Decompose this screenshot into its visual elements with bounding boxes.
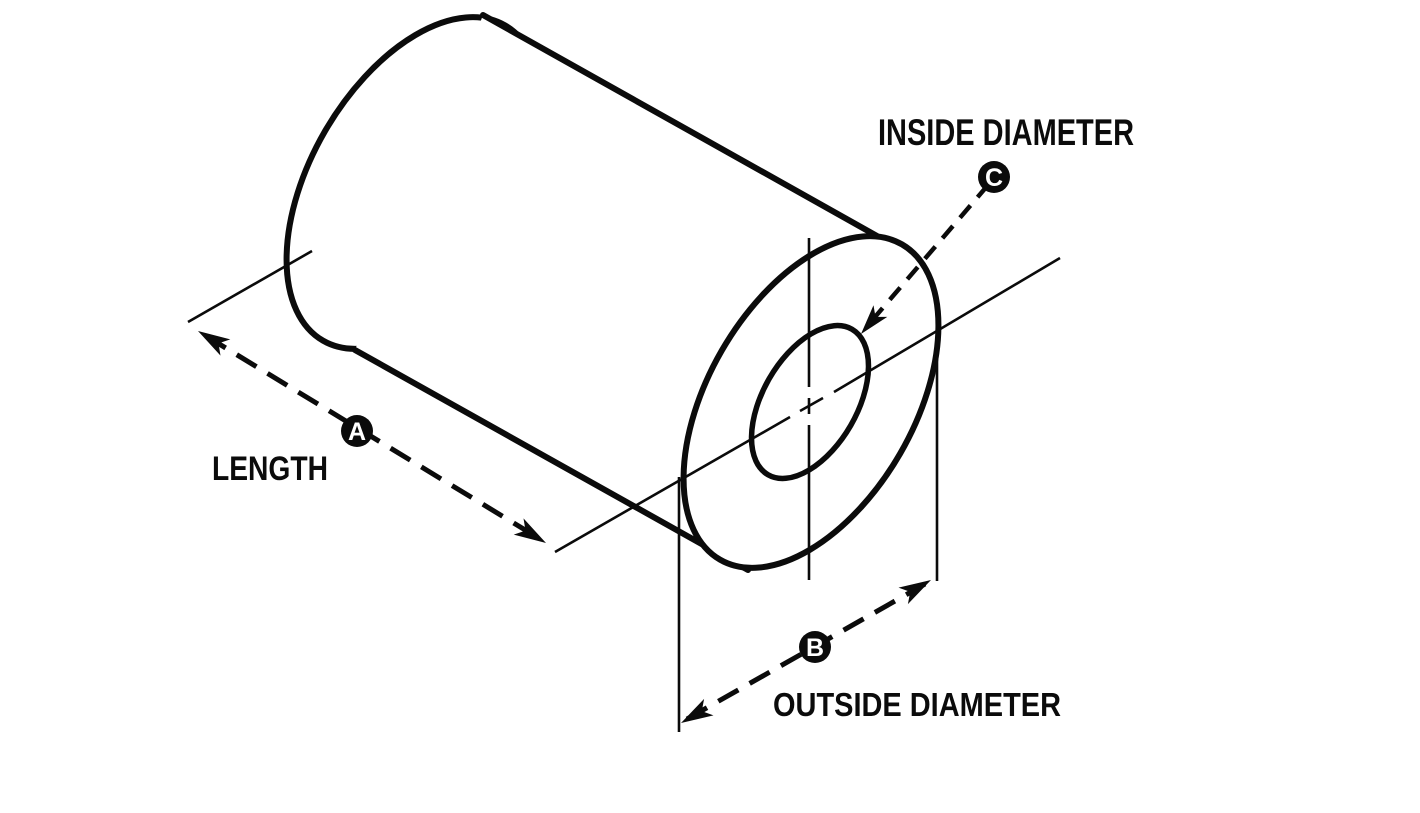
badge-a-label: A [348,418,366,446]
badge-c-label: C [985,164,1003,192]
inside-diameter-label: INSIDE DIAMETER [878,112,1134,153]
badge-c-circle [978,161,1010,193]
badge-a-circle [341,415,373,447]
length-arrowhead-lower [513,518,546,543]
diagonal-centerline-segment-upper [833,256,1061,394]
cylinder-top-edge [480,12,880,239]
outside-diameter-label: OUTSIDE DIAMETER [773,686,1061,723]
id-leader-line [867,183,990,326]
cylinder-bottom-edge [352,347,751,573]
length-dimension: A LENGTH [198,331,546,543]
od-arrowhead-left [681,698,714,723]
length-dimension-line [204,333,542,542]
badge-b-circle [799,631,831,663]
diagonal-centerline-center-dash [799,396,824,413]
od-arrowhead-right [898,580,931,605]
face-centerlines [554,238,1061,580]
inside-diameter-callout: C INSIDE DIAMETER [861,112,1134,334]
outside-diameter-dimension: B OUTSIDE DIAMETER [681,580,1061,723]
extension-lines [187,249,939,732]
id-arrowhead [861,305,888,334]
length-arrowhead-upper [198,331,231,356]
cylinder-outline [283,12,942,573]
diagonal-centerline-segment-lower [554,415,791,554]
length-label: LENGTH [212,450,328,488]
od-dimension-line [685,581,927,722]
badge-b-label: B [806,634,824,662]
length-extension-line-rear [187,249,313,324]
